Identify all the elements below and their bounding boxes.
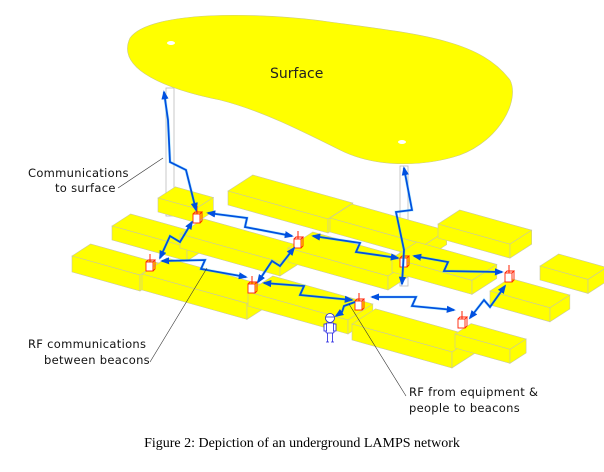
surface-plane: [127, 14, 513, 165]
label-rf-between-beacons-1: RF communications: [28, 337, 146, 351]
label-rf-from-equipment-2: people to beacons: [409, 401, 520, 415]
link-b7-b8: [370, 293, 456, 313]
link-b2-b6: [257, 246, 296, 284]
block-side: [509, 229, 533, 259]
label-rf-from-equipment-1: RF from equipment &: [409, 385, 538, 399]
leader-rf-between-beacons: [149, 267, 208, 363]
beacon-icon: [247, 276, 259, 294]
beacon-icon: [504, 265, 516, 283]
link-surface-right: [394, 166, 414, 286]
link-b2-b3: [311, 233, 400, 261]
block-side: [549, 294, 571, 323]
lamps-network-diagram: Surface Communications to surface RF com…: [28, 14, 604, 415]
link-b5-b6: [160, 257, 248, 280]
beacon-icon: [145, 254, 157, 272]
link-b4-b8: [468, 284, 507, 320]
label-comm-to-surface-2: to surface: [55, 181, 116, 195]
block: [351, 308, 477, 369]
beacon-icon: [457, 311, 469, 329]
beacon-icon: [354, 293, 366, 311]
rf-links: [158, 90, 507, 320]
link-b6-b7: [262, 279, 354, 303]
link-surface-left: [161, 90, 198, 212]
link-b1-b5: [159, 220, 193, 260]
label-rf-between-beacons-2: between beacons: [44, 353, 150, 367]
block-side: [587, 268, 604, 294]
shaft-hole-right: [398, 140, 406, 144]
link-b1-b2: [206, 210, 294, 239]
link-person-b7: [334, 301, 356, 317]
block-side: [509, 338, 527, 364]
link-b3-b4: [412, 253, 504, 276]
underground-blocks: [71, 174, 604, 369]
figure-caption: Figure 2: Depiction of an underground LA…: [144, 436, 460, 451]
block: [454, 323, 527, 364]
block: [539, 253, 604, 294]
block: [437, 209, 533, 259]
person-icon: [323, 313, 337, 343]
shaft-hole-left: [167, 41, 175, 45]
leader-comm-to-surface: [117, 157, 164, 189]
surface-label: Surface: [270, 66, 323, 82]
label-comm-to-surface-1: Communications: [28, 166, 129, 180]
leader-rf-from-equipment: [348, 303, 407, 397]
beacon-icon: [293, 231, 305, 249]
